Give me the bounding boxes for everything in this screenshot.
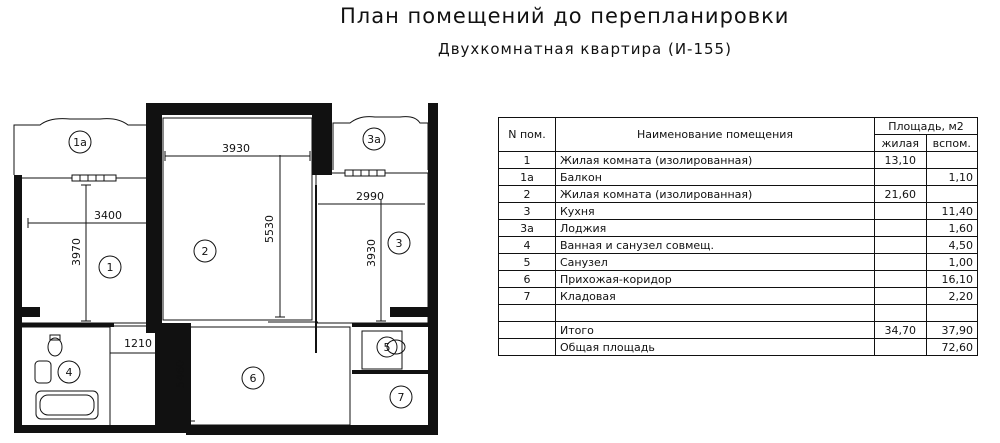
- col-living-header: жилая: [874, 134, 927, 152]
- loggia-outline: [332, 116, 429, 170]
- table-total-row: Итого 34,70 37,90: [498, 321, 978, 339]
- rooms-table: N пом. Наименование помещения Площадь, м…: [498, 117, 978, 356]
- row-num: 5: [498, 253, 556, 271]
- row-aux: 2,20: [925, 287, 978, 305]
- row-aux: [925, 151, 978, 169]
- dimension-label: 3930: [222, 142, 250, 155]
- col-area-header: Площадь, м2: [874, 117, 978, 135]
- room-label: 1: [107, 261, 114, 274]
- page-subtitle: Двухкомнатная квартира (И-155): [438, 40, 732, 58]
- row-name: [555, 304, 875, 322]
- table-row: 7 Кладовая 2,20: [498, 287, 978, 305]
- row-living: 21,60: [874, 185, 927, 203]
- dimension-label: 3970: [70, 238, 83, 266]
- room-label: 5: [384, 341, 391, 354]
- row-living: [874, 236, 927, 254]
- row-aux: 1,60: [925, 219, 978, 237]
- col-num-header: N пом.: [498, 117, 556, 152]
- dimension-label: 5460: [174, 360, 187, 388]
- total-name: Итого: [555, 321, 875, 339]
- row-name: Ванная и санузел совмещ.: [555, 236, 875, 254]
- row-num: 1а: [498, 168, 556, 186]
- overall-living: [874, 338, 927, 356]
- table-row: 4 Ванная и санузел совмещ. 4,50: [498, 236, 978, 254]
- row-name: Санузел: [555, 253, 875, 271]
- row-living: [874, 219, 927, 237]
- room-label: 7: [398, 391, 405, 404]
- row-num: 3: [498, 202, 556, 220]
- row-living: [874, 253, 927, 271]
- row-num: 6: [498, 270, 556, 288]
- room-label: 3: [396, 237, 403, 250]
- overall-name: Общая площадь: [555, 338, 875, 356]
- row-num: 7: [498, 287, 556, 305]
- row-num: [498, 304, 556, 322]
- row-name: Прихожая-коридор: [555, 270, 875, 288]
- row-aux: 11,40: [925, 202, 978, 220]
- dimension-label: 3930: [365, 239, 378, 267]
- row-aux: 1,10: [925, 168, 978, 186]
- table-header-row: N пом. Наименование помещения Площадь, м…: [498, 117, 978, 152]
- room-label: 4: [66, 366, 73, 379]
- row-aux: 16,10: [925, 270, 978, 288]
- overall-num: [498, 338, 556, 356]
- row-name: Жилая комната (изолированная): [555, 151, 875, 169]
- row-aux: [925, 185, 978, 203]
- dimension-label: 5530: [263, 215, 276, 243]
- balcony-outline: [13, 118, 151, 175]
- table-row: 6 Прихожая-коридор 16,10: [498, 270, 978, 288]
- table-row: 5 Санузел 1,00: [498, 253, 978, 271]
- room-label: 6: [250, 372, 257, 385]
- row-name: Балкон: [555, 168, 875, 186]
- row-num: 1: [498, 151, 556, 169]
- row-name: Лоджия: [555, 219, 875, 237]
- row-num: 3а: [498, 219, 556, 237]
- row-num: 2: [498, 185, 556, 203]
- table-row: 1а Балкон 1,10: [498, 168, 978, 186]
- col-name-header: Наименование помещения: [555, 117, 875, 152]
- table-subheader-row: жилая вспом.: [499, 134, 978, 152]
- table-row: 1 Жилая комната (изолированная) 13,10: [498, 151, 978, 169]
- row-name: Жилая комната (изолированная): [555, 185, 875, 203]
- dimension-label: 3400: [94, 209, 122, 222]
- row-living: [874, 287, 927, 305]
- dimension-label: 2990: [356, 190, 384, 203]
- row-living: [874, 304, 927, 322]
- room-label: 2: [202, 245, 209, 258]
- col-aux-header: вспом.: [925, 134, 978, 152]
- table-row: 2 Жилая комната (изолированная) 21,60: [498, 185, 978, 203]
- total-living: 34,70: [874, 321, 927, 339]
- page-title: План помещений до перепланировки: [340, 4, 790, 28]
- row-aux: 1,00: [925, 253, 978, 271]
- row-living: [874, 270, 927, 288]
- table-row: 3а Лоджия 1,60: [498, 219, 978, 237]
- row-living: 13,10: [874, 151, 927, 169]
- room-label: 3а: [367, 133, 381, 146]
- table-row: 3 Кухня 11,40: [498, 202, 978, 220]
- total-num: [498, 321, 556, 339]
- floor-plan: 1а 1 2 3а 3 4 5 6 7 3400 3970 3930 5530 …: [13, 103, 438, 435]
- row-aux: 4,50: [925, 236, 978, 254]
- room-label: 1а: [73, 136, 87, 149]
- row-name: Кладовая: [555, 287, 875, 305]
- total-aux: 37,90: [925, 321, 978, 339]
- table-row: [498, 304, 978, 322]
- row-living: [874, 168, 927, 186]
- row-num: 4: [498, 236, 556, 254]
- table-overall-row: Общая площадь 72,60: [498, 338, 978, 356]
- row-living: [874, 202, 927, 220]
- row-name: Кухня: [555, 202, 875, 220]
- overall-aux: 72,60: [925, 338, 978, 356]
- dimension-label: 1210: [124, 337, 152, 350]
- row-aux: [925, 304, 978, 322]
